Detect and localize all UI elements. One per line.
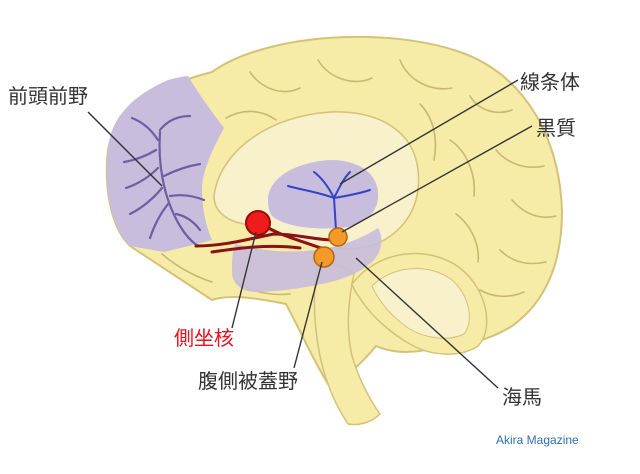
leaders-segment-2 <box>339 79 519 185</box>
label-ventral-tegmental-area: 腹側被蓋野 <box>198 369 298 393</box>
hippocampus-inner <box>371 268 470 339</box>
label-hippocampus: 海馬 <box>502 385 542 409</box>
nerve-tree-segment-10 <box>130 116 160 142</box>
folds-segment-7 <box>499 249 547 265</box>
folds-segment-4 <box>469 95 513 114</box>
leader-lines <box>87 79 533 389</box>
nerve-tree-segment-5 <box>148 202 170 240</box>
striatum-nerve-segment-1 <box>333 197 337 231</box>
striatum-nerve-branches <box>287 171 371 231</box>
nerve-tree-segment-7 <box>168 194 206 202</box>
folds-segment-8 <box>479 289 525 298</box>
folds-segment-11 <box>449 139 476 197</box>
brainstem <box>313 261 381 426</box>
nerve-tree-segment-1 <box>158 130 200 248</box>
folds-segment-1 <box>249 71 301 93</box>
striatum-nerve-segment-3 <box>313 171 335 199</box>
prefrontal-nerve-tree <box>122 114 206 248</box>
leaders-segment-5 <box>293 261 323 369</box>
nerve-tree-segment-8 <box>174 212 202 232</box>
folds-segment-2 <box>317 59 373 83</box>
folds-segment-3 <box>399 59 453 90</box>
leaders-segment-3 <box>341 125 533 233</box>
label-striatum: 線条体 <box>520 70 580 94</box>
striatum-nerve-segment-2 <box>287 185 335 199</box>
folds-segment-14 <box>161 253 213 283</box>
nerve-tree-segment-4 <box>128 186 164 216</box>
folds-segment-6 <box>511 199 557 218</box>
credit-text: Akira Magazine <box>496 433 579 447</box>
vta-marker <box>313 246 335 268</box>
nerve-tree-segment-2 <box>122 148 158 164</box>
nerve-tree-segment-9 <box>158 114 192 132</box>
striatum-nerve-segment-5 <box>333 189 371 199</box>
leaders-segment-4 <box>231 231 257 329</box>
label-nucleus-accumbens: 側坐核 <box>174 326 234 350</box>
folds-segment-5 <box>495 149 545 168</box>
nerve-tree-segment-6 <box>162 162 202 178</box>
folds-segment-9 <box>225 110 277 121</box>
leaders-segment-1 <box>87 111 163 187</box>
folds-segment-12 <box>455 213 480 263</box>
nerve-tree-segment-3 <box>124 166 160 190</box>
nucleus-accumbens-marker <box>245 210 271 236</box>
leaders-segment-6 <box>355 257 499 389</box>
label-substantia-nigra: 黒質 <box>536 116 576 140</box>
label-prefrontal-cortex: 前頭前野 <box>8 84 88 108</box>
